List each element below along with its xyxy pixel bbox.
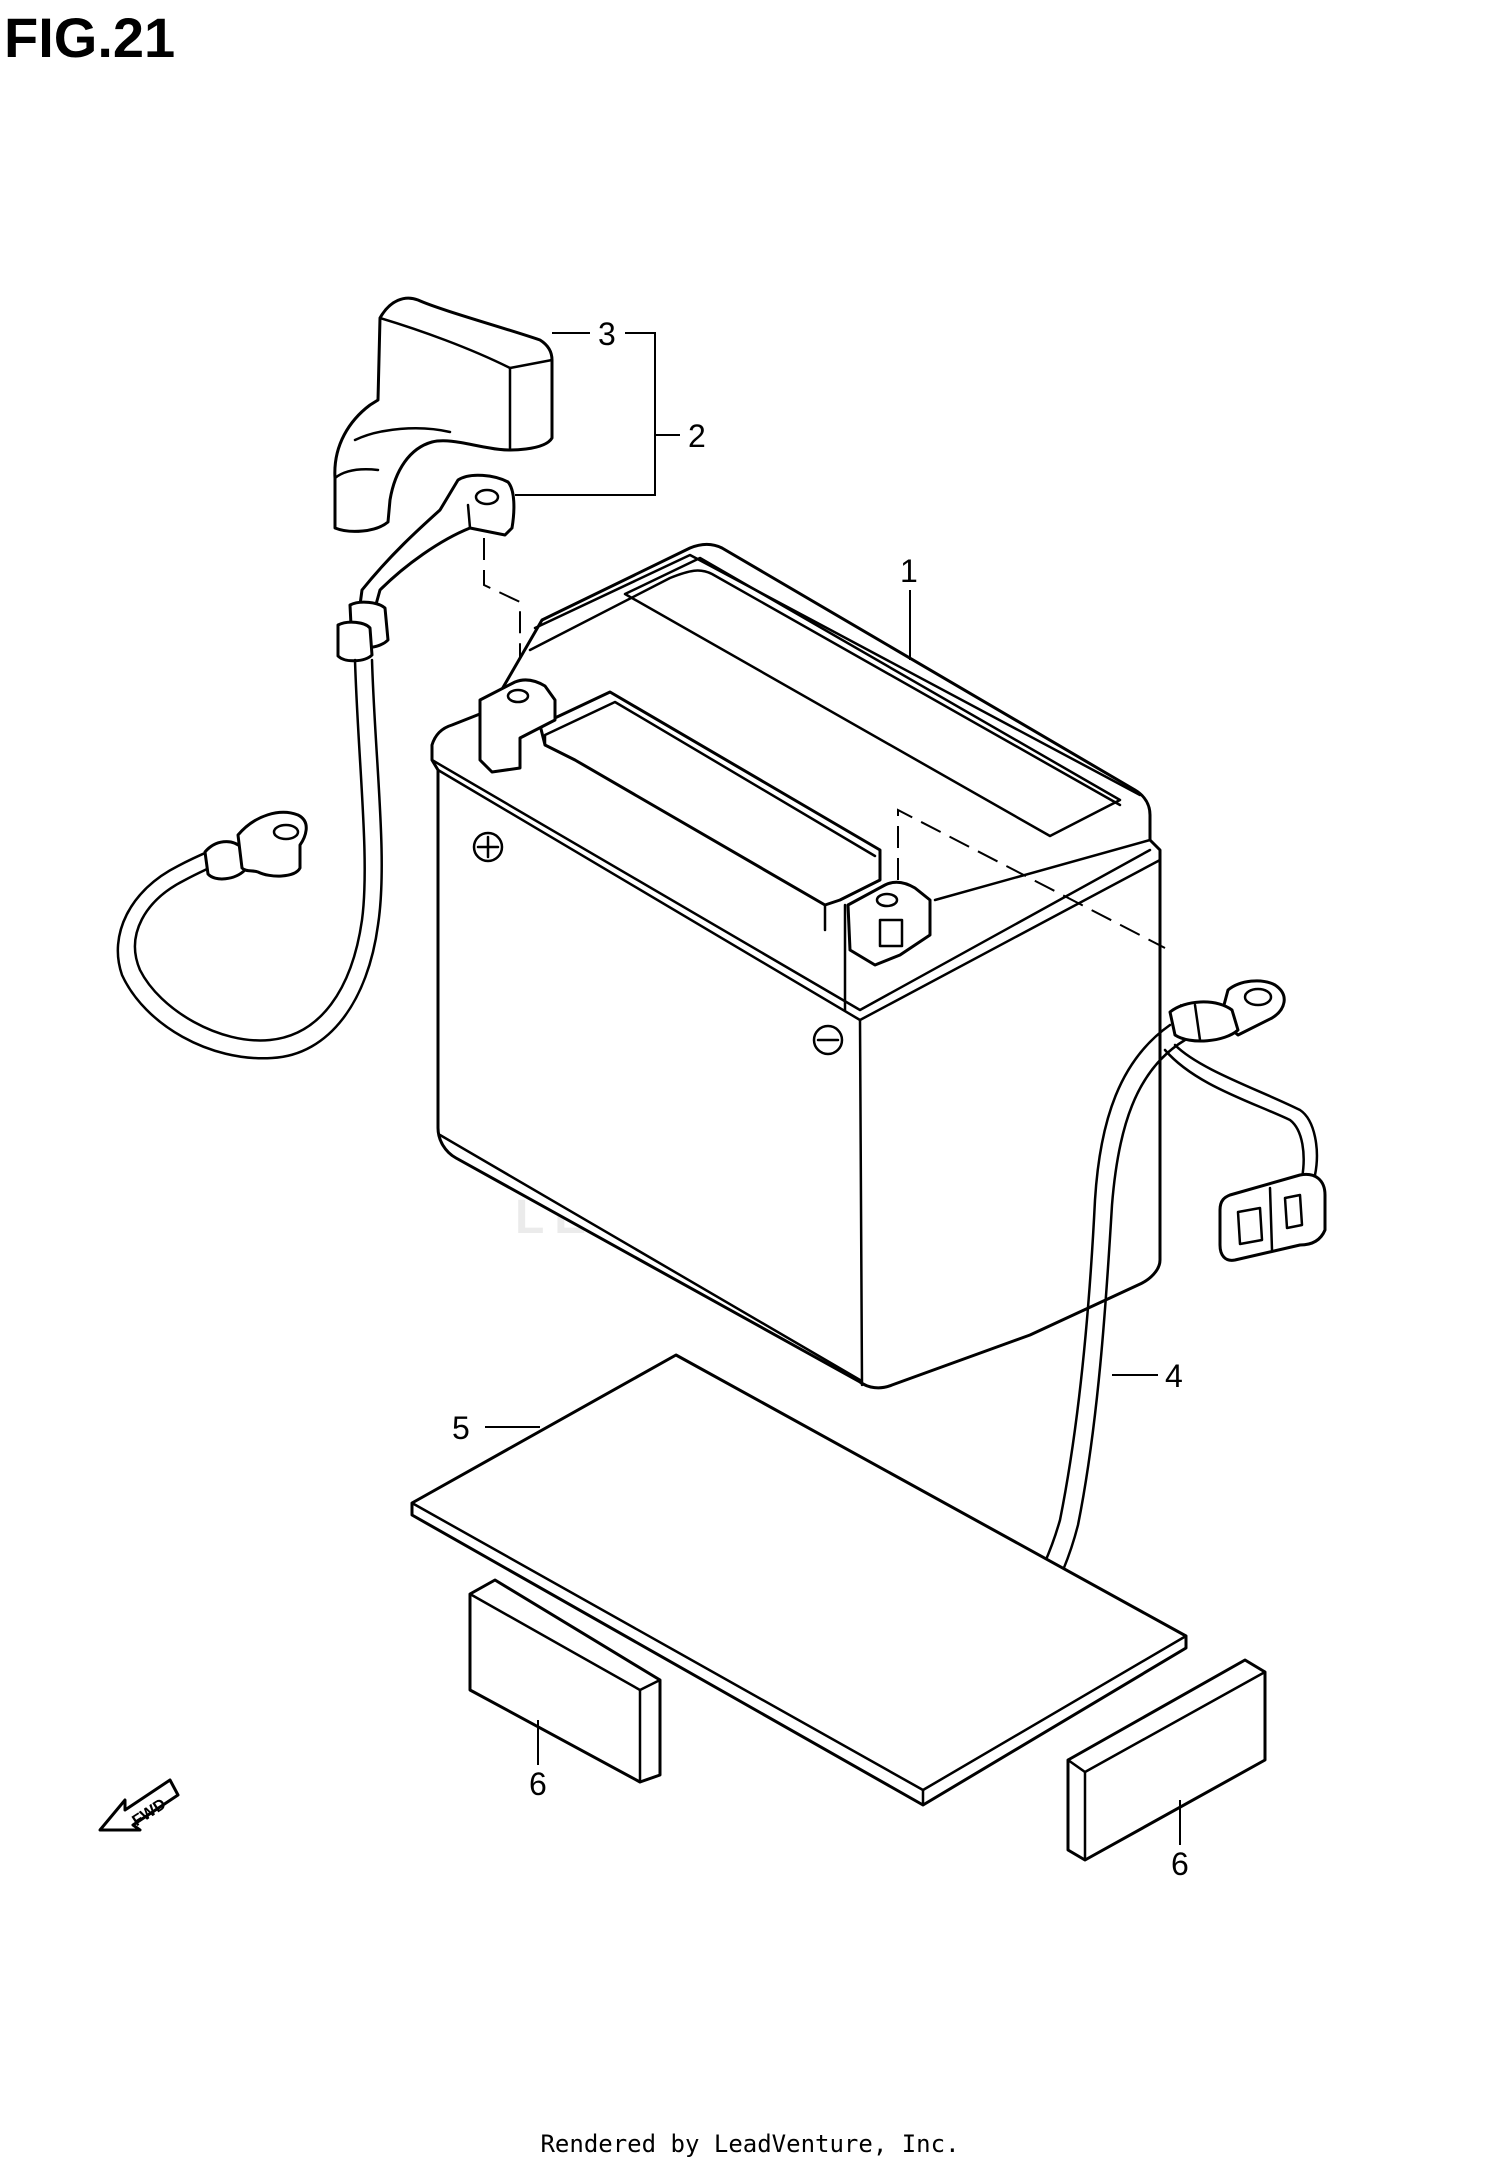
callout-leaders <box>485 332 1181 1845</box>
callout-6-right: 6 <box>1171 1846 1189 1882</box>
figure-title: FIG.21 <box>4 6 176 69</box>
battery[interactable] <box>430 542 1162 1390</box>
terminal-cover[interactable] <box>333 296 554 533</box>
alignment-line-negative <box>897 808 1166 949</box>
cable-assembly[interactable] <box>116 473 516 1060</box>
callout-5: 5 <box>452 1410 470 1446</box>
alignment-line-positive <box>483 538 521 685</box>
callout-3: 3 <box>598 316 616 352</box>
callout-1: 1 <box>900 553 918 589</box>
cushion-right[interactable] <box>1066 1658 1267 1862</box>
footer-credit: Rendered by LeadVenture, Inc. <box>540 2130 960 2158</box>
callout-4: 4 <box>1165 1358 1183 1394</box>
callout-2: 2 <box>688 418 706 454</box>
fwd-arrow-icon: FWD <box>98 1778 180 1832</box>
battery-pad[interactable] <box>410 1353 1188 1807</box>
callout-6-left: 6 <box>529 1766 547 1802</box>
cushion-left[interactable] <box>468 1578 662 1784</box>
